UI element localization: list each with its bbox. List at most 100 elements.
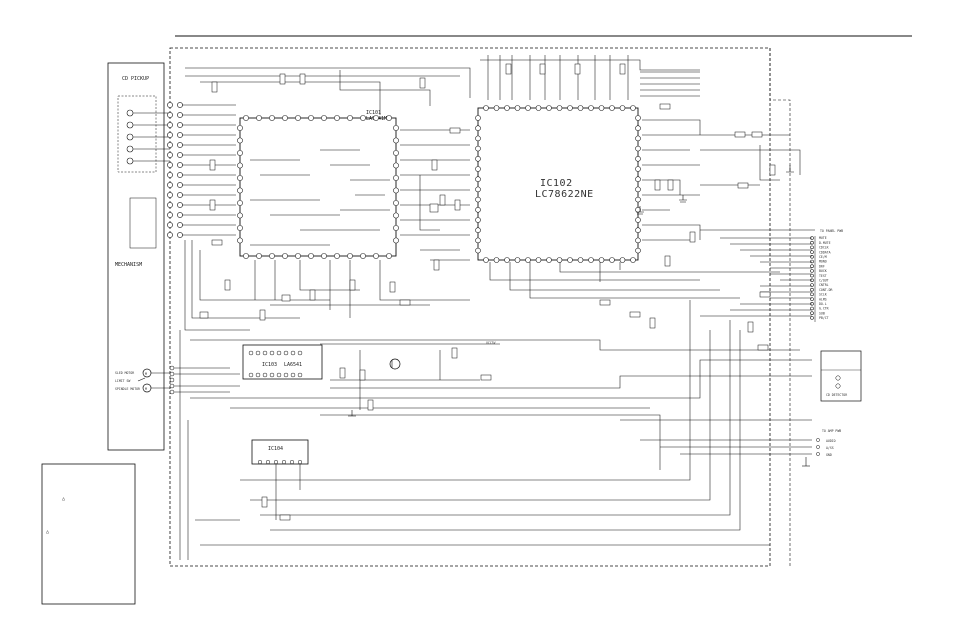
- ic-pin: [243, 253, 249, 259]
- amp-pin-3: GND: [826, 453, 832, 457]
- ic-pin: [237, 162, 243, 169]
- svg-text:M: M: [145, 387, 147, 391]
- ic-pin: [393, 137, 399, 144]
- ic-pin: [588, 105, 594, 111]
- ic102-pins: [475, 105, 641, 263]
- ic-pin: [475, 227, 481, 233]
- ic-pin: [525, 257, 531, 263]
- ic-pin: [256, 253, 262, 259]
- ic-pin: [393, 187, 399, 194]
- ic103-pins: [248, 350, 303, 378]
- ic-pin: [237, 137, 243, 144]
- panel-pin-label: MONO: [819, 260, 827, 264]
- ic-pin: [635, 227, 641, 233]
- amp-pin-2: A/SS: [826, 446, 834, 450]
- ic-pin: [567, 257, 573, 263]
- ic-pin: [393, 175, 399, 181]
- ic-pin: [635, 196, 641, 203]
- ic-pin: [810, 306, 814, 311]
- panel-pin-label: MUTE: [819, 236, 827, 240]
- ic-pin: [237, 237, 243, 244]
- motor-wires: [151, 367, 240, 393]
- ic-pin: [237, 175, 243, 181]
- ic-pin: [237, 125, 243, 131]
- ic-pin: [810, 287, 814, 292]
- ic-pin: [598, 105, 605, 111]
- mechanism-sub-block: [129, 197, 157, 249]
- ic104-chip: IC104: [251, 439, 309, 465]
- ic-pin: [556, 257, 563, 263]
- ic-pin: [282, 253, 288, 259]
- spindle-motor-symbol: M SPINDLE MOTOR: [115, 383, 152, 393]
- ic-pin: [237, 150, 243, 156]
- panel-pin-label: SUB: [819, 311, 825, 315]
- ic-pin: [237, 225, 243, 231]
- ic-pin: [635, 176, 641, 182]
- ic-pin: [546, 257, 552, 263]
- ic-pin: [609, 105, 615, 111]
- ic-pin: [393, 237, 399, 244]
- ic-pin: [386, 115, 392, 121]
- ic-pin: [475, 247, 481, 254]
- panel-pin-label: BUCK: [819, 269, 827, 273]
- ic-pin: [598, 257, 605, 263]
- svg-text:SPINDLE MOTOR: SPINDLE MOTOR: [115, 387, 140, 391]
- ic-pin: [514, 105, 521, 111]
- ic-pin: [475, 186, 481, 193]
- ic-pin: [321, 115, 327, 121]
- panel-pin-label: D.MUTE: [819, 241, 831, 245]
- ic-pin: [810, 250, 814, 254]
- ic-pin: [504, 105, 510, 111]
- ic101-chip: IC101 LA9241M: [239, 110, 397, 257]
- ic-pin: [295, 115, 301, 121]
- ic-pin: [475, 207, 481, 213]
- circuit-wires: [179, 55, 815, 560]
- ic-pin: [810, 269, 814, 273]
- panel-pin-label: CE/M: [819, 255, 827, 259]
- panel-pin-label: CDDATA: [819, 250, 831, 254]
- ic-pin: [619, 257, 626, 263]
- ic-pin: [546, 105, 552, 111]
- svg-text:TO AMP PWB: TO AMP PWB: [822, 429, 841, 433]
- ic-pin: [475, 237, 481, 244]
- ic-pin: [810, 245, 814, 250]
- ic-pin: [525, 105, 531, 111]
- svg-text:M: M: [145, 372, 147, 376]
- ic-pin: [635, 135, 641, 142]
- ic-pin: [493, 257, 500, 263]
- ic-pin: [475, 135, 481, 142]
- ic-pin: [577, 105, 584, 111]
- ground-symbols: [348, 165, 794, 417]
- ic-pin: [475, 217, 481, 223]
- board-outline: [169, 47, 771, 567]
- ic-pin: [514, 257, 521, 263]
- ic104-ref: IC104: [268, 446, 283, 452]
- ic-pin: [237, 187, 243, 194]
- ic101-ref: IC101: [366, 110, 381, 116]
- ic-pin: [630, 105, 636, 111]
- ic-pin: [360, 115, 366, 121]
- ic-pin: [269, 253, 275, 259]
- panel-pin-label: TEST: [819, 274, 827, 278]
- amp-pin-1: AUDIO: [826, 439, 836, 443]
- ic-pin: [635, 125, 641, 131]
- passive-components: [199, 63, 776, 521]
- ic-pin: [347, 115, 353, 121]
- ic-pin: [493, 105, 500, 111]
- pickup-coils: [126, 109, 170, 165]
- ic102-chip: IC102 LC78622NE: [477, 107, 639, 261]
- panel-pin-label: CNTRL: [819, 283, 829, 287]
- ic-pin: [483, 105, 489, 111]
- ic102-part: LC78622NE: [535, 189, 594, 200]
- pickup-label: CD PICKUP: [122, 76, 149, 82]
- svg-text:CD DETECTOR: CD DETECTOR: [826, 393, 847, 397]
- ic-pin: [810, 316, 814, 320]
- left-connector: [167, 102, 183, 238]
- ic-pin: [393, 162, 399, 169]
- ic-pin: [243, 115, 249, 121]
- ic-pin: [282, 115, 288, 121]
- mechanism-label: MECHANISM: [115, 262, 142, 268]
- panel-pin-label: DO.L: [819, 302, 827, 306]
- ic-pin: [535, 105, 542, 111]
- ic-pin: [308, 115, 314, 121]
